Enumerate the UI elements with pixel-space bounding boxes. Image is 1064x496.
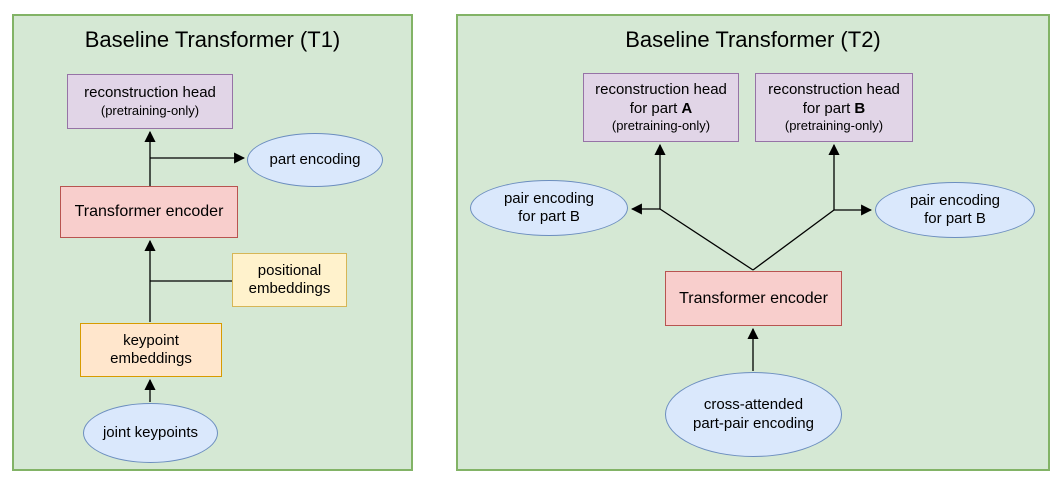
recon-head-b-line1: reconstruction head	[768, 81, 900, 99]
node-pair-encoding-right: pair encoding for part B	[875, 182, 1035, 238]
line-encoder-to-left-junction	[659, 208, 754, 271]
transformer-encoder-t2-label: Transformer encoder	[679, 289, 828, 307]
recon-head-b-part-letter: B	[854, 99, 866, 117]
recon-head-t1-note: (pretraining-only)	[100, 102, 200, 118]
pair-encoding-right-line2: for part B	[924, 210, 986, 227]
keypoint-embeddings-line2: embeddings	[110, 350, 192, 367]
positional-embeddings-line1: positional	[257, 261, 322, 279]
node-reconstruction-head-b: reconstruction head for part B (pretrain…	[755, 73, 913, 142]
pair-encoding-left-line1: pair encoding	[503, 189, 595, 207]
node-reconstruction-head-t1: reconstruction head (pretraining-only)	[67, 74, 233, 129]
node-cross-attended-encoding: cross-attended part-pair encoding	[665, 372, 842, 457]
panel-t1-title: Baseline Transformer (T1)	[84, 27, 341, 52]
line-encoder-to-right-junction	[752, 209, 835, 271]
node-part-encoding: part encoding	[247, 133, 383, 187]
recon-head-t1-label: reconstruction head	[84, 84, 216, 102]
joint-keypoints-label: joint keypoints	[102, 423, 199, 441]
part-encoding-label: part encoding	[269, 150, 361, 168]
recon-head-a-prefix: for part	[629, 99, 682, 117]
pair-encoding-left-line2: for part B	[518, 208, 580, 225]
node-joint-keypoints: joint keypoints	[83, 403, 218, 463]
recon-head-a-part-letter: A	[681, 99, 693, 117]
recon-head-b-note: (pretraining-only)	[784, 117, 884, 133]
transformer-encoder-t1-label: Transformer encoder	[74, 203, 224, 221]
node-transformer-encoder-t2: Transformer encoder	[665, 271, 842, 326]
positional-embeddings-line2: embeddings	[248, 280, 331, 297]
recon-head-a-note: (pretraining-only)	[611, 117, 711, 133]
recon-head-a-line1: reconstruction head	[595, 81, 727, 99]
recon-head-b-line2: for part B	[803, 100, 866, 118]
node-transformer-encoder-t1: Transformer encoder	[60, 186, 238, 238]
node-reconstruction-head-a: reconstruction head for part A (pretrain…	[583, 73, 739, 142]
pair-encoding-right-line1: pair encoding	[909, 191, 1001, 209]
panel-t2-title: Baseline Transformer (T2)	[625, 27, 881, 52]
keypoint-embeddings-line1: keypoint	[123, 331, 179, 349]
node-keypoint-embeddings: keypoint embeddings	[80, 323, 222, 377]
node-pair-encoding-left: pair encoding for part B	[470, 180, 628, 236]
cross-attended-line1: cross-attended	[703, 396, 804, 414]
node-positional-embeddings: positional embeddings	[232, 253, 347, 307]
recon-head-a-line2: for part A	[630, 100, 693, 118]
cross-attended-line2: part-pair encoding	[693, 414, 814, 432]
recon-head-b-prefix: for part	[802, 99, 855, 117]
